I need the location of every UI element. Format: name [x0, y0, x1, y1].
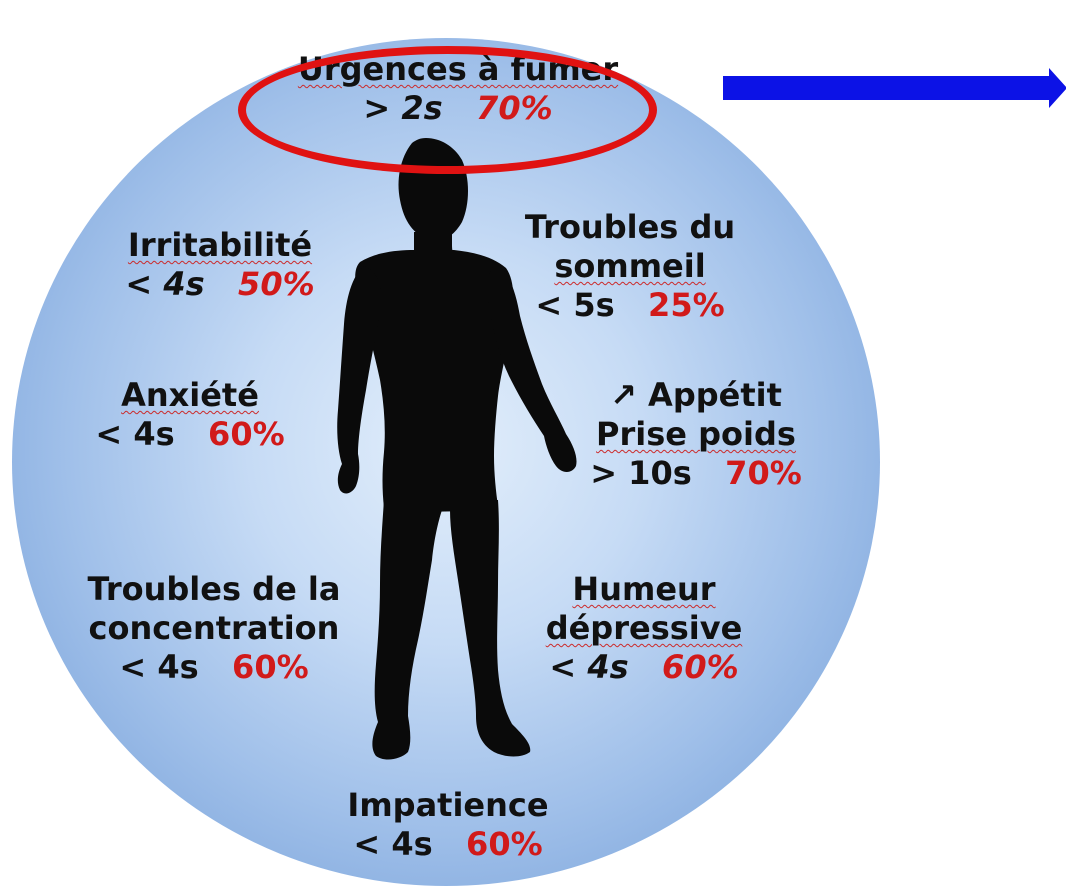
symptom-humeur-value: < 4s 60% [524, 648, 764, 687]
symptom-impatience-time: < 4s [353, 825, 432, 863]
symptom-appetit-title-2: Prise poids [596, 415, 796, 453]
symptom-irritabilite-time: < 4s [125, 265, 204, 303]
symptom-concentration: Troubles de la concentration < 4s 60% [64, 570, 364, 687]
highlight-ring [238, 46, 657, 174]
symptom-appetit-value: > 10s 70% [566, 454, 826, 493]
symptom-humeur-title-2: dépressive [546, 609, 743, 647]
symptom-impatience: Impatience < 4s 60% [318, 786, 578, 864]
symptom-troubles-sommeil-time: < 5s [535, 286, 614, 324]
symptom-impatience-pct: 60% [466, 825, 543, 863]
symptom-anxiete-value: < 4s 60% [70, 415, 310, 454]
symptom-humeur-pct: 60% [662, 648, 739, 686]
symptom-concentration-title-1: Troubles de la [64, 570, 364, 609]
symptom-anxiete-title: Anxiété [121, 376, 259, 414]
symptom-appetit-title-1: ↗ Appétit [566, 376, 826, 415]
symptom-appetit-time: > 10s [590, 454, 692, 492]
symptom-anxiete-pct: 60% [208, 415, 285, 453]
symptom-concentration-time: < 4s [119, 648, 198, 686]
symptom-concentration-pct: 60% [232, 648, 309, 686]
symptom-troubles-sommeil-pct: 25% [648, 286, 725, 324]
symptom-irritabilite-value: < 4s 50% [90, 265, 350, 304]
symptom-troubles-sommeil-title-1: Troubles du [500, 208, 760, 247]
symptom-humeur: Humeur dépressive < 4s 60% [524, 570, 764, 687]
symptom-anxiete: Anxiété < 4s 60% [70, 376, 310, 454]
symptom-irritabilite-title: Irritabilité [90, 226, 350, 265]
symptom-impatience-title: Impatience [318, 786, 578, 825]
right-arrow-head-icon [1049, 68, 1066, 108]
symptom-humeur-time: < 4s [549, 648, 628, 686]
symptom-troubles-sommeil-value: < 5s 25% [500, 286, 760, 325]
right-arrow-icon [723, 76, 1051, 100]
symptom-troubles-sommeil-title-2: sommeil [554, 247, 705, 285]
symptom-concentration-title-2: concentration [64, 609, 364, 648]
symptom-concentration-value: < 4s 60% [64, 648, 364, 687]
symptom-impatience-value: < 4s 60% [318, 825, 578, 864]
symptom-humeur-title-1: Humeur [572, 570, 715, 608]
symptom-anxiete-time: < 4s [95, 415, 174, 453]
symptom-irritabilite: Irritabilité < 4s 50% [90, 226, 350, 304]
symptom-appetit-pct: 70% [725, 454, 802, 492]
symptom-troubles-sommeil: Troubles du sommeil < 5s 25% [500, 208, 760, 325]
symptom-irritabilite-pct: 50% [238, 265, 315, 303]
symptom-appetit: ↗ Appétit Prise poids > 10s 70% [566, 376, 826, 493]
